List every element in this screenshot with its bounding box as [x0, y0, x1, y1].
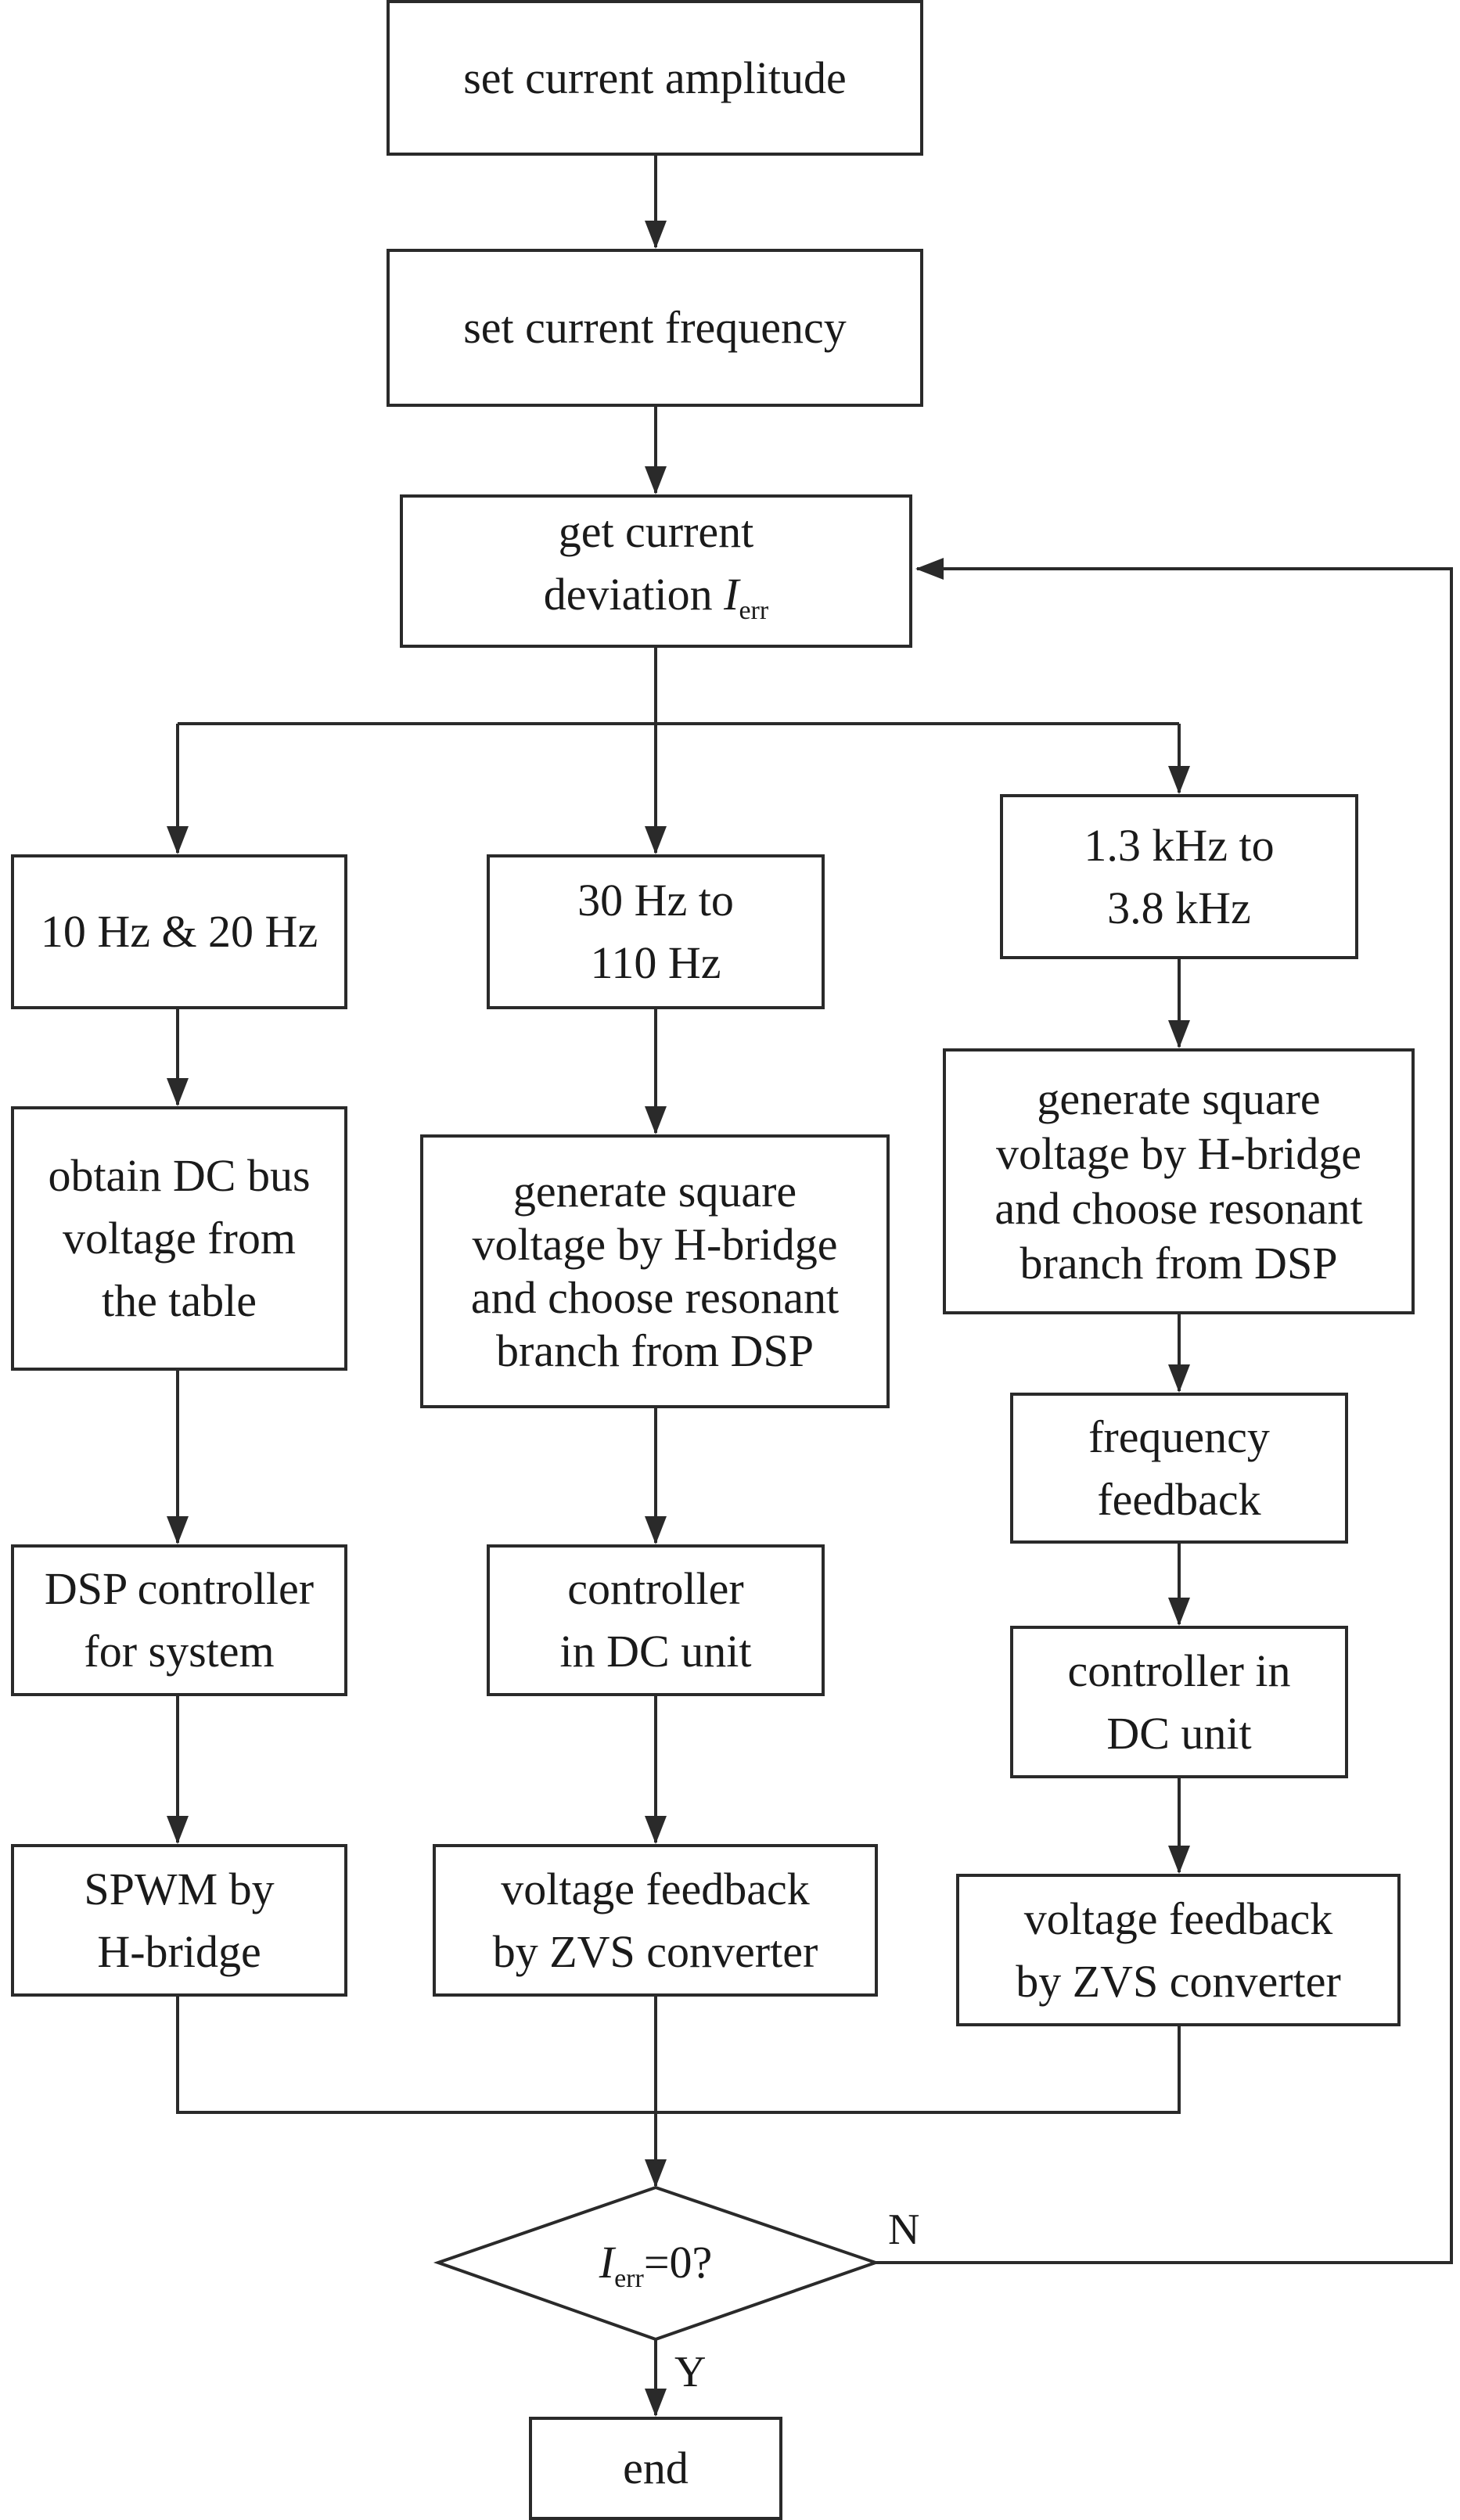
- controller-high-line1: controller in: [1067, 1645, 1291, 1696]
- gen-square-mid-line2: voltage by H-bridge: [472, 1219, 838, 1270]
- dsp-controller-line1: DSP controller: [44, 1563, 315, 1614]
- vfeedback-mid-line2: by ZVS converter: [492, 1925, 818, 1977]
- controller-high-line2: DC unit: [1106, 1707, 1252, 1759]
- range-high-box: 1.3 kHz to 3.8 kHz: [1000, 794, 1358, 959]
- controller-mid-line2: in DC unit: [559, 1626, 752, 1677]
- connector-no-loop: [876, 558, 1453, 2264]
- gen-square-mid-line3: and choose resonant: [470, 1272, 840, 1323]
- controller-high-box: controller in DC unit: [1010, 1626, 1348, 1778]
- range-high-line1: 1.3 kHz to: [1084, 819, 1275, 871]
- get-deviation-word: deviation: [543, 568, 725, 620]
- set-frequency-text: set current frequency: [463, 302, 847, 353]
- get-deviation-var: I: [724, 568, 739, 620]
- freq-feedback-line1: frequency: [1088, 1411, 1270, 1462]
- gen-square-high-box: generate square voltage by H-bridge and …: [943, 1048, 1415, 1314]
- set-frequency-box: set current frequency: [387, 249, 923, 407]
- vfeedback-mid-line1: voltage feedback: [501, 1863, 810, 1914]
- obtain-dc-line1: obtain DC bus: [48, 1150, 311, 1201]
- gen-square-high-line3: and choose resonant: [994, 1183, 1363, 1234]
- range-mid-line2: 110 Hz: [590, 937, 721, 988]
- controller-mid-line1: controller: [567, 1563, 744, 1614]
- freq-feedback-box: frequency feedback: [1010, 1393, 1348, 1544]
- obtain-dc-line2: voltage from: [63, 1213, 296, 1264]
- gen-square-mid-box: generate square voltage by H-bridge and …: [420, 1134, 890, 1408]
- freq-feedback-line2: feedback: [1097, 1473, 1261, 1525]
- no-label: N: [888, 2205, 920, 2254]
- obtain-dc-box: obtain DC bus voltage from the table: [11, 1106, 347, 1371]
- dsp-controller-line2: for system: [84, 1626, 275, 1677]
- get-deviation-sub: err: [739, 595, 769, 625]
- connector-merge: [176, 1997, 1181, 2114]
- decision-sub: err: [614, 2264, 644, 2293]
- vfeedback-high-line2: by ZVS converter: [1016, 1955, 1341, 2007]
- decision-var: I: [599, 2237, 615, 2288]
- spwm-box: SPWM by H-bridge: [11, 1844, 347, 1997]
- end-box: end: [529, 2417, 782, 2520]
- range-mid-line1: 30 Hz to: [577, 875, 734, 926]
- range-low-text: 10 Hz & 20 Hz: [40, 906, 318, 957]
- controller-mid-box: controller in DC unit: [487, 1544, 825, 1696]
- end-text: end: [623, 2443, 689, 2493]
- vfeedback-mid-box: voltage feedback by ZVS converter: [433, 1844, 878, 1997]
- yes-label: Y: [674, 2348, 707, 2396]
- get-deviation-box: get current deviation Ierr: [400, 494, 912, 648]
- range-low-box: 10 Hz & 20 Hz: [11, 854, 347, 1009]
- decision-rest: =0?: [643, 2237, 713, 2288]
- range-mid-box: 30 Hz to 110 Hz: [487, 854, 825, 1009]
- vfeedback-high-box: voltage feedback by ZVS converter: [956, 1874, 1401, 2026]
- gen-square-high-line4: branch from DSP: [1019, 1238, 1338, 1289]
- gen-square-mid-line4: branch from DSP: [496, 1325, 814, 1376]
- set-amplitude-box: set current amplitude: [387, 0, 923, 156]
- vfeedback-high-line1: voltage feedback: [1023, 1893, 1333, 1944]
- gen-square-high-line1: generate square: [1037, 1073, 1321, 1124]
- range-high-line2: 3.8 kHz: [1107, 882, 1251, 933]
- set-amplitude-text: set current amplitude: [463, 52, 847, 103]
- decision-diamond: [433, 2185, 881, 2342]
- spwm-line1: SPWM by: [84, 1863, 275, 1914]
- get-deviation-line1: get current: [558, 505, 754, 557]
- get-deviation-line2: deviation Ierr: [544, 563, 768, 642]
- gen-square-high-line2: voltage by H-bridge: [995, 1128, 1362, 1179]
- decision-text: Ierr=0?: [501, 2231, 811, 2294]
- dsp-controller-box: DSP controller for system: [11, 1544, 347, 1696]
- spwm-line2: H-bridge: [97, 1925, 261, 1977]
- obtain-dc-line3: the table: [101, 1275, 257, 1326]
- gen-square-mid-line1: generate square: [512, 1166, 797, 1217]
